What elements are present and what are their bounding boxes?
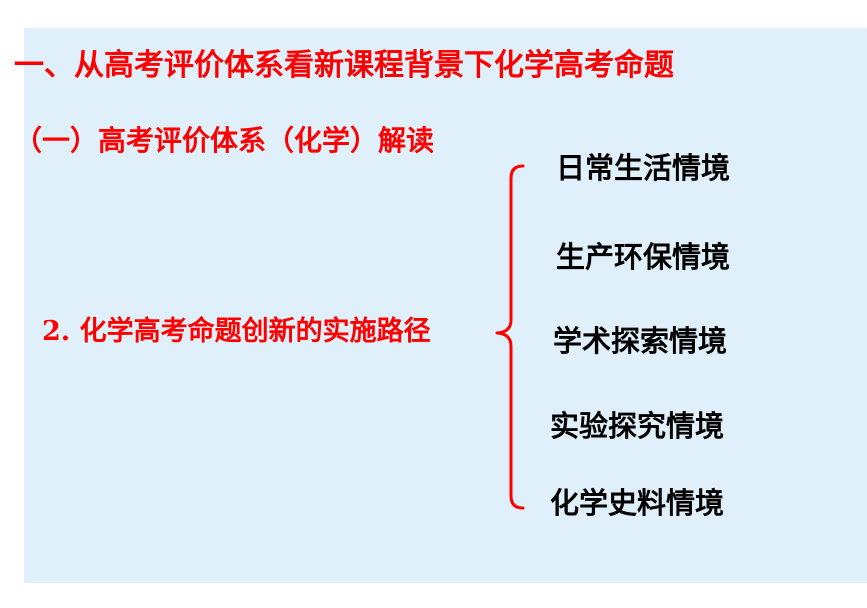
context-item-daily-life: 日常生活情境	[556, 151, 731, 185]
implementation-path-label: 2. 化学高考命题创新的实施路径	[42, 316, 431, 347]
context-item-experimental-inquiry: 实验探究情境	[550, 409, 725, 443]
context-item-production-environment: 生产环保情境	[556, 240, 731, 274]
context-item-academic-exploration: 学术探索情境	[553, 324, 728, 358]
slide-panel	[24, 28, 867, 583]
context-item-chemistry-history: 化学史料情境	[550, 486, 725, 520]
slide-title: 一、从高考评价体系看新课程背景下化学高考命题	[14, 48, 674, 83]
section-subtitle: （一）高考评价体系（化学）解读	[14, 124, 435, 157]
